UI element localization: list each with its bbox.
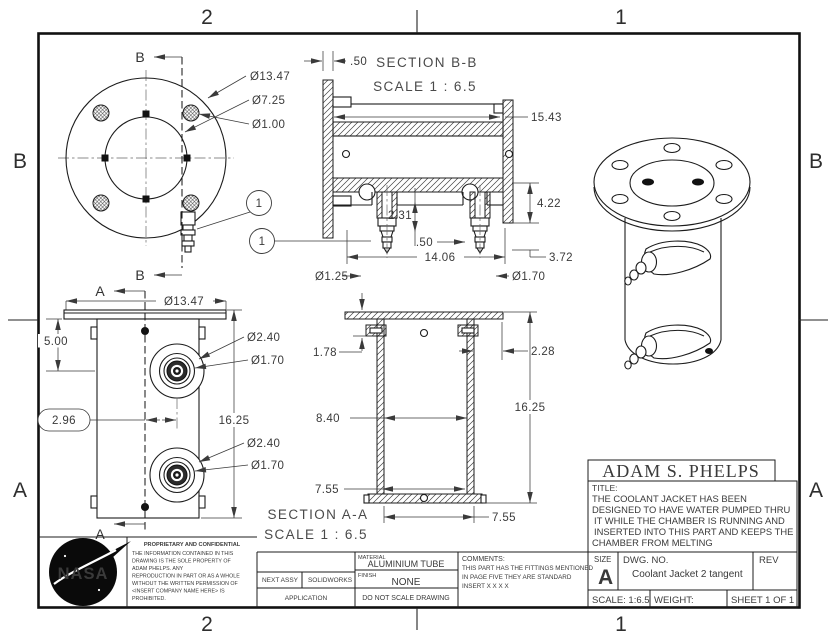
title-line-5: CHAMBER FROM MELTING xyxy=(592,537,713,548)
balloon-upper: 1 xyxy=(256,198,263,210)
proprietary-block: NASA PROPRIETARY AND CONFIDENTIAL THE IN… xyxy=(38,536,257,608)
proprietary-heading: PROPRIETARY AND CONFIDENTIAL xyxy=(144,542,241,548)
comments-line-3: INSERT X X X X xyxy=(462,583,509,590)
dim-bb-right-port-dia: Ø1.70 xyxy=(512,271,545,283)
size-label: SIZE xyxy=(594,555,611,564)
front-fitting xyxy=(180,211,196,253)
cut-letter-b-bottom: B xyxy=(135,267,144,283)
view-section-bb: SECTION B-B SCALE 1 : 6.5 xyxy=(304,51,573,283)
balloon-lower: 1 xyxy=(259,236,266,248)
dim-bb-step: 4.22 xyxy=(537,198,561,210)
info-block: MATERIAL ALUMINIUM TUBE FINISH NONE NEXT… xyxy=(256,551,594,608)
zone-right-top: B xyxy=(809,150,823,173)
dim-bb-bore: .50 xyxy=(416,237,433,249)
proprietary-line-2: DRAWING IS THE SOLE PROPERTY OF xyxy=(132,559,231,565)
section-bb-label: SECTION B-B xyxy=(376,55,478,70)
weight-label: WEIGHT: xyxy=(654,595,694,606)
dim-aa-wall-span: 7.55 xyxy=(315,484,339,496)
zone-top-right: 1 xyxy=(615,6,627,29)
rev-label: REV xyxy=(759,555,779,566)
comments-line-1: THIS PART HAS THE FITTINGS MENTIONED xyxy=(462,565,594,572)
application-label: APPLICATION xyxy=(285,595,328,602)
side-upper-port xyxy=(149,343,205,399)
size-value: A xyxy=(598,566,613,589)
zone-right-bottom: A xyxy=(809,479,823,502)
dim-bb-base-offset: 3.72 xyxy=(549,252,573,264)
dim-side-flange-dia: Ø13.47 xyxy=(164,296,204,308)
dim-bb-overall-width: 15.43 xyxy=(531,112,562,124)
dim-bb-channel-depth: 2.31 xyxy=(388,210,412,222)
material-label: MATERIAL xyxy=(358,555,386,561)
dim-aa-inner-width: 8.40 xyxy=(316,413,340,425)
comments-line-2: IN PAGE FIVE THEY ARE STANDARD xyxy=(462,574,572,581)
dim-side-lower-port: Ø1.70 xyxy=(251,460,284,472)
section-aa-label: SECTION A-A xyxy=(268,507,369,522)
cut-letter-a-top: A xyxy=(95,283,105,299)
dwg-no-label: DWG. NO. xyxy=(623,555,668,566)
dim-aa-base-width: 7.55 xyxy=(492,512,516,524)
do-not-scale-label: DO NOT SCALE DRAWING xyxy=(362,595,450,602)
dim-aa-flange-lip: 2.28 xyxy=(531,346,555,358)
dim-bb-port-span: 14.06 xyxy=(425,252,456,264)
author-name: ADAM S. PHELPS xyxy=(602,461,760,481)
dim-side-port-offset: 2.96 xyxy=(52,415,76,427)
cut-letter-a-bottom: A xyxy=(95,526,105,542)
view-section-aa: 1.78 2.28 8.40 16.25 7.55 7.55 SECTION A… xyxy=(264,293,555,542)
title-label: TITLE: xyxy=(592,483,618,493)
title-line-4: INSERTED INTO THIS PART AND KEEPS THE xyxy=(594,526,793,537)
dim-side-lower-boss: Ø2.40 xyxy=(247,438,280,450)
proprietary-line-4: REPRODUCTION IN PART OR AS A WHOLE xyxy=(132,574,240,580)
next-assy-label: NEXT ASSY xyxy=(262,577,299,584)
dim-bb-flange-thickness: .50 xyxy=(350,56,367,68)
dim-side-upper-port: Ø1.70 xyxy=(251,355,284,367)
section-aa-scale: SCALE 1 : 6.5 xyxy=(264,527,368,542)
title-line-3: IT WHILE THE CHAMBER IS RUNNING AND xyxy=(594,515,785,526)
proprietary-line-6: <INSERT COMPANY NAME HERE> IS xyxy=(132,589,225,595)
finish-value: NONE xyxy=(392,577,421,588)
dim-bolt-hole-dia: Ø1.00 xyxy=(252,119,285,131)
dim-side-upper-boss: Ø2.40 xyxy=(247,332,280,344)
dim-bore-dia: Ø7.25 xyxy=(252,95,285,107)
finish-label: FINISH xyxy=(358,573,376,579)
dim-bb-left-port-dia: Ø1.25 xyxy=(315,271,348,283)
zone-top-left: 2 xyxy=(201,6,213,29)
sheet-label: SHEET 1 OF 1 xyxy=(731,595,794,606)
zone-bottom-left: 2 xyxy=(201,613,213,636)
proprietary-line-3: ADAM PHELPS. ANY xyxy=(132,566,184,572)
used-on-label: SOLIDWORKS xyxy=(308,577,353,584)
zone-bottom-right: 1 xyxy=(615,613,627,636)
side-lower-port xyxy=(149,447,205,503)
scale-label: SCALE: 1:6.5 xyxy=(592,595,650,606)
dim-flange-dia: Ø13.47 xyxy=(250,71,290,83)
dim-side-body-height: 16.25 xyxy=(219,415,250,427)
zone-left-top: B xyxy=(13,150,27,173)
view-front-flange: B B Ø13.47 Ø7.25 Ø1.00 1 1 xyxy=(58,49,371,283)
nasa-logo-icon: NASA xyxy=(49,538,131,606)
material-value: ALUMINIUM TUBE xyxy=(368,559,445,569)
proprietary-line-5: WITHOUT THE WRITTEN PERMISSION OF xyxy=(132,581,239,587)
dim-aa-height: 16.25 xyxy=(515,402,546,414)
title-block: ADAM S. PHELPS TITLE: THE COOLANT JACKET… xyxy=(587,459,798,609)
view-isometric xyxy=(593,137,751,370)
zone-left-bottom: A xyxy=(13,479,27,502)
dim-aa-fitting-drop: 1.78 xyxy=(313,347,337,359)
comments-label: COMMENTS: xyxy=(462,556,505,563)
cut-letter-b-top: B xyxy=(135,49,144,65)
title-line-1: THE COOLANT JACKET HAS BEEN xyxy=(592,493,747,504)
view-side: Ø13.47 A A 5.00 Ø2 xyxy=(37,283,284,542)
proprietary-line-1: THE INFORMATION CONTAINED IN THIS xyxy=(132,551,234,557)
bb-right-nozzle xyxy=(469,185,491,258)
title-line-2: DESIGNED TO HAVE WATER PUMPED THRU xyxy=(592,504,791,515)
bb-left-nozzle xyxy=(376,185,398,258)
section-bb-scale: SCALE 1 : 6.5 xyxy=(373,79,477,94)
proprietary-line-7: PROHIBITED. xyxy=(132,596,166,602)
nasa-logo-text: NASA xyxy=(58,565,109,583)
dwg-no-value: Coolant Jacket 2 tangent xyxy=(632,569,743,580)
dim-side-port-drop: 5.00 xyxy=(44,336,68,348)
